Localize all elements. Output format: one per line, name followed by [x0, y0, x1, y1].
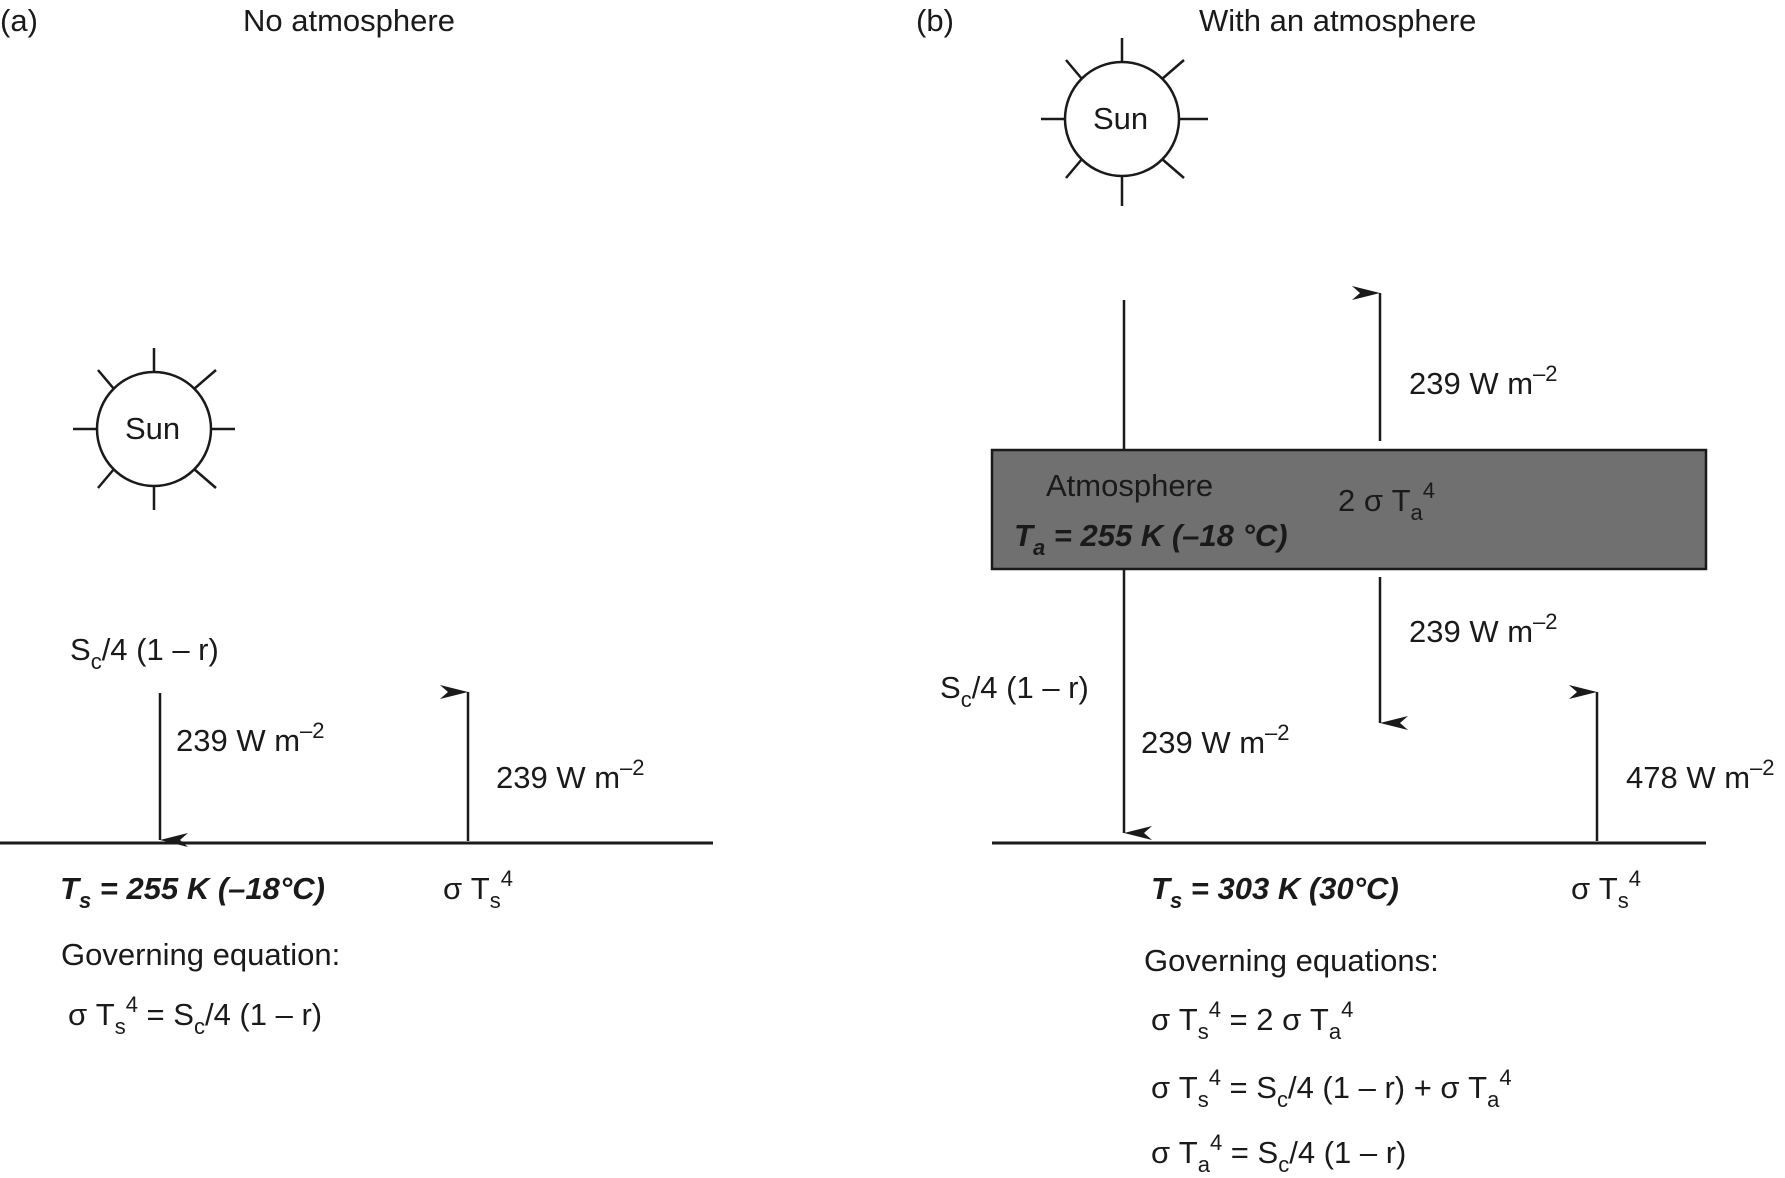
panel-a-solar-input: Sc/4 (1 – r)	[70, 632, 219, 674]
panel-b-equation-2: σ Ts4 = Sc/4 (1 – r) + σ Ta4	[1151, 1065, 1512, 1112]
panel-a-surface-temp: Ts = 255 K (–18°C)	[60, 871, 326, 913]
panel-b-top-up-flux-label: 239 W m–2	[1409, 361, 1558, 401]
panel-b-surface-temp: Ts = 303 K (30°C)	[1151, 871, 1399, 913]
panel-b-equation-3: σ Ta4 = Sc/4 (1 – r)	[1151, 1130, 1407, 1177]
panel-b-sun-label: Sun	[1093, 101, 1149, 136]
panel-b-equation-1: σ Ts4 = 2 σ Ta4	[1151, 997, 1354, 1044]
panel-b-sun	[1041, 38, 1208, 206]
panel-b-solar-down-flux-label: 239 W m–2	[1141, 720, 1290, 760]
panel-a-title: No atmosphere	[243, 3, 455, 38]
panel-b-surface-up-flux-label: 478 W m–2	[1626, 755, 1775, 795]
atmosphere-temp: Ta = 255 K (–18 °C)	[1014, 518, 1288, 560]
panel-a-sigma-ts: σ Ts4	[443, 866, 513, 913]
panel-b-governing-label: Governing equations:	[1144, 943, 1439, 978]
panel-b-letter: (b)	[916, 3, 954, 38]
panel-a-governing-label: Governing equation:	[61, 937, 341, 972]
atmosphere-emission: 2 σ Ta4	[1338, 478, 1436, 525]
panel-b-atm-down-flux-label: 239 W m–2	[1409, 609, 1558, 649]
atmosphere-label: Atmosphere	[1046, 468, 1214, 503]
panel-b-title: With an atmosphere	[1199, 3, 1477, 38]
panel-a-sun	[73, 348, 235, 510]
panel-b-solar-input: Sc/4 (1 – r)	[940, 670, 1089, 712]
panel-a-equation: σ Ts4 = Sc/4 (1 – r)	[68, 992, 323, 1039]
panel-a-up-flux-label: 239 W m–2	[496, 755, 645, 795]
panel-b-sigma-ts: σ Ts4	[1571, 866, 1641, 913]
panel-a-down-flux-label: 239 W m–2	[176, 718, 325, 758]
atmosphere-layer	[990, 448, 1708, 571]
panel-a-letter: (a)	[0, 3, 38, 38]
panel-a-sun-label: Sun	[125, 411, 181, 446]
